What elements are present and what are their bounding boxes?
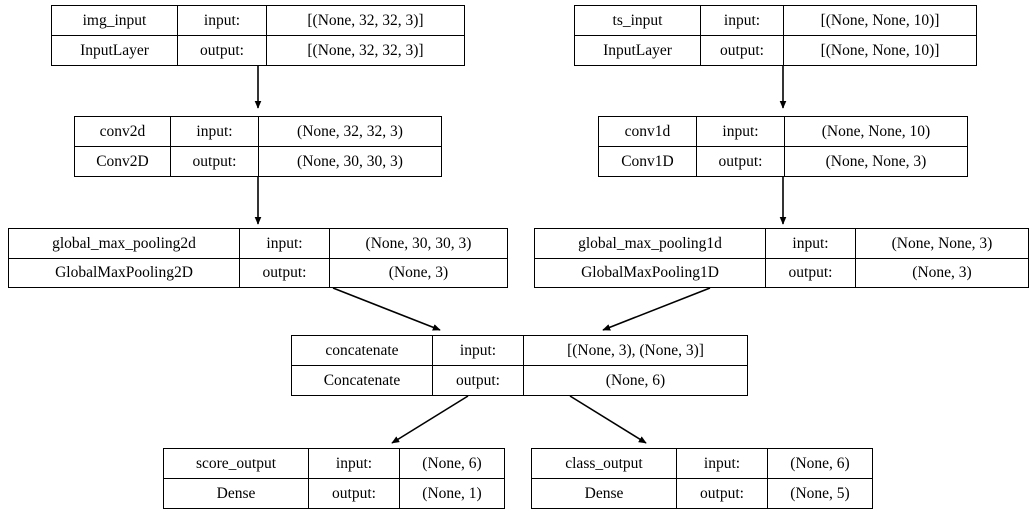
- row-label-input: input:: [433, 336, 524, 365]
- node-row-input: conv1d input: (None, None, 10): [599, 117, 967, 147]
- node-name: global_max_pooling2d: [9, 229, 240, 258]
- row-label-output: output:: [309, 479, 400, 508]
- node-conv2d[interactable]: conv2d input: (None, 32, 32, 3) Conv2D o…: [74, 116, 442, 177]
- node-name: conv1d: [599, 117, 697, 146]
- node-row-input: img_input input: [(None, 32, 32, 3)]: [52, 6, 464, 36]
- row-label-input: input:: [171, 117, 259, 146]
- input-shape: [(None, None, 10)]: [820, 11, 940, 29]
- node-row-output: GlobalMaxPooling1D output: (None, 3): [535, 258, 1028, 287]
- edge-concatenate-score_output: [391, 395, 469, 444]
- node-row-output: Conv1D output: (None, None, 3): [599, 147, 967, 176]
- input-shape: [(None, 32, 32, 3)]: [307, 11, 424, 29]
- node-conv1d[interactable]: conv1d input: (None, None, 10) Conv1D ou…: [598, 116, 968, 177]
- node-name: ts_input: [575, 6, 701, 35]
- input-shape: (None, 6): [790, 454, 850, 472]
- output-shape: (None, 6): [605, 371, 666, 389]
- output-shape: [(None, 32, 32, 3)]: [307, 41, 424, 59]
- output-shape: (None, 3): [912, 264, 972, 281]
- input-shape: (None, None, 3): [891, 234, 993, 252]
- row-label-output: output:: [697, 147, 785, 176]
- row-label-output: output:: [677, 479, 768, 508]
- node-row-output: GlobalMaxPooling2D output: (None, 3): [9, 258, 507, 287]
- row-label-input: input:: [178, 6, 267, 35]
- row-label-input: input:: [309, 449, 400, 478]
- node-row-input: concatenate input: [(None, 3), (None, 3)…: [292, 336, 747, 366]
- output-shape: (None, 1): [422, 484, 482, 502]
- node-row-output: Conv2D output: (None, 30, 30, 3): [75, 147, 441, 176]
- node-class-name: GlobalMaxPooling2D: [9, 258, 240, 287]
- node-row-input: class_output input: (None, 6): [532, 449, 872, 479]
- output-shape: (None, 30, 30, 3): [297, 152, 403, 170]
- row-label-output: output:: [433, 366, 524, 395]
- node-class-name: Conv1D: [599, 147, 697, 176]
- node-name: score_output: [164, 449, 309, 478]
- node-row-output: InputLayer output: [(None, None, 10)]: [575, 36, 976, 65]
- node-class-name: Dense: [532, 479, 677, 508]
- node-name: img_input: [52, 6, 178, 35]
- edge-concatenate-class_output: [569, 395, 647, 444]
- output-shape: (None, None, 3): [825, 152, 927, 170]
- node-class-name: InputLayer: [575, 36, 701, 65]
- node-row-input: conv2d input: (None, 32, 32, 3): [75, 117, 441, 147]
- row-label-input: input:: [677, 449, 768, 478]
- node-row-output: Concatenate output: (None, 6): [292, 366, 747, 395]
- node-row-output: Dense output: (None, 1): [164, 479, 504, 508]
- edge-global_max_pooling2d-concatenate: [332, 287, 441, 331]
- node-row-input: ts_input input: [(None, None, 10)]: [575, 6, 976, 36]
- node-class-name: Concatenate: [292, 366, 433, 395]
- node-class-name: GlobalMaxPooling1D: [535, 258, 766, 287]
- node-class-name: Dense: [164, 479, 309, 508]
- node-global_max_pooling2d[interactable]: global_max_pooling2d input: (None, 30, 3…: [8, 228, 508, 288]
- input-shape: (None, None, 10): [821, 122, 931, 140]
- node-img_input[interactable]: img_input input: [(None, 32, 32, 3)] Inp…: [51, 5, 465, 66]
- row-label-output: output:: [766, 258, 856, 287]
- input-shape: (None, 32, 32, 3): [297, 122, 403, 140]
- node-name: global_max_pooling1d: [535, 229, 766, 258]
- input-shape: (None, 30, 30, 3): [365, 234, 472, 252]
- node-row-input: global_max_pooling1d input: (None, None,…: [535, 229, 1028, 259]
- node-row-input: score_output input: (None, 6): [164, 449, 504, 479]
- row-label-input: input:: [766, 229, 856, 258]
- node-global_max_pooling1d[interactable]: global_max_pooling1d input: (None, None,…: [534, 228, 1029, 288]
- node-row-output: InputLayer output: [(None, 32, 32, 3)]: [52, 36, 464, 65]
- row-label-output: output:: [701, 36, 784, 65]
- node-row-output: Dense output: (None, 5): [532, 479, 872, 508]
- row-label-input: input:: [240, 229, 330, 258]
- node-ts_input[interactable]: ts_input input: [(None, None, 10)] Input…: [574, 5, 977, 66]
- input-shape: [(None, 3), (None, 3)]: [567, 341, 704, 359]
- input-shape: (None, 6): [422, 454, 482, 472]
- row-label-output: output:: [178, 36, 267, 65]
- row-label-output: output:: [240, 258, 330, 287]
- node-name: class_output: [532, 449, 677, 478]
- row-label-input: input:: [697, 117, 785, 146]
- edge-global_max_pooling1d-concatenate: [602, 287, 711, 331]
- output-shape: (None, 3): [388, 264, 449, 281]
- row-label-input: input:: [701, 6, 784, 35]
- node-concatenate[interactable]: concatenate input: [(None, 3), (None, 3)…: [291, 335, 748, 396]
- node-row-input: global_max_pooling2d input: (None, 30, 3…: [9, 229, 507, 259]
- node-score_output[interactable]: score_output input: (None, 6) Dense outp…: [163, 448, 505, 509]
- node-class-name: InputLayer: [52, 36, 178, 65]
- row-label-output: output:: [171, 147, 259, 176]
- node-class-name: Conv2D: [75, 147, 171, 176]
- output-shape: [(None, None, 10)]: [820, 41, 940, 59]
- node-name: concatenate: [292, 336, 433, 365]
- node-name: conv2d: [75, 117, 171, 146]
- output-shape: (None, 5): [790, 484, 850, 502]
- node-class_output[interactable]: class_output input: (None, 6) Dense outp…: [531, 448, 873, 509]
